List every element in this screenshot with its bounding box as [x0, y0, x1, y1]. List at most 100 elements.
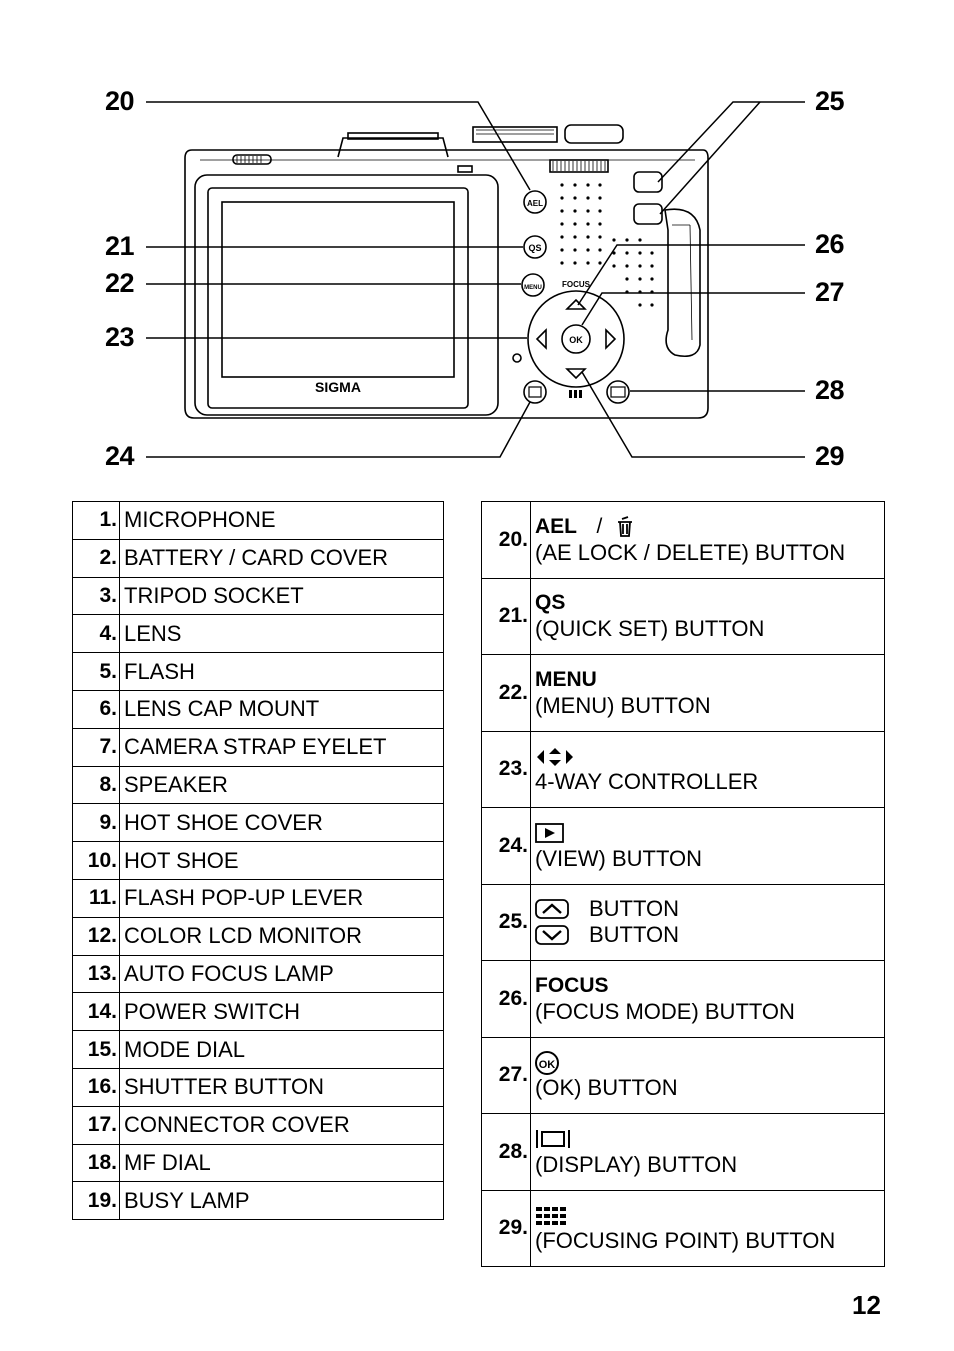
ael-symbol: AEL [535, 514, 577, 538]
part-number: 18. [72, 1143, 120, 1183]
table-row: 5.FLASH [72, 652, 444, 691]
part-number: 5. [72, 652, 120, 691]
part-label: CONNECTOR COVER [119, 1105, 444, 1145]
table-row: 29. (FOCUSING POINT) BUTTON [481, 1189, 885, 1267]
table-row: 27. OK (OK) BUTTON [481, 1036, 885, 1114]
callout-24: 24 [105, 441, 135, 471]
part-label: LENS CAP MOUNT [119, 689, 444, 729]
table-row: 7.CAMERA STRAP EYELET [72, 727, 444, 767]
part-number: 6. [72, 689, 120, 729]
part-description: (DISPLAY) BUTTON [535, 1151, 738, 1177]
focus-point-grid-icon [536, 1206, 566, 1225]
part-cell: FOCUS (FOCUS MODE) BUTTON [530, 960, 885, 1038]
part-number: 4. [72, 614, 120, 654]
part-label: BATTERY / CARD COVER [119, 538, 444, 578]
part-label: HOT SHOE [119, 841, 444, 880]
part-number: 26. [481, 960, 531, 1038]
part-number: 14. [72, 992, 120, 1032]
part-label: COLOR LCD MONITOR [119, 916, 444, 956]
callout-25: 25 [815, 86, 845, 116]
page-number: 12 [852, 1290, 881, 1320]
table-row: 26. FOCUS (FOCUS MODE) BUTTON [481, 960, 885, 1038]
part-label: AUTO FOCUS LAMP [119, 954, 444, 994]
part-number: 27. [481, 1036, 531, 1114]
callout-23: 23 [105, 322, 135, 352]
part-label: CAMERA STRAP EYELET [119, 727, 444, 767]
part-number: 11. [72, 878, 120, 918]
part-cell: OK (OK) BUTTON [530, 1036, 885, 1114]
part-label: FLASH [119, 652, 444, 691]
part-description: (VIEW) BUTTON [535, 845, 703, 871]
trash-icon [618, 516, 633, 538]
part-cell: (VIEW) BUTTON [530, 807, 885, 885]
part-description: (MENU) BUTTON [535, 692, 711, 718]
table-row: 12.COLOR LCD MONITOR [72, 916, 444, 956]
part-number: 9. [72, 803, 120, 843]
display-symbol [535, 1126, 884, 1152]
part-cell: (FOCUSING POINT) BUTTON [530, 1189, 885, 1267]
part-number: 19. [72, 1181, 120, 1221]
part-cell: QS (QUICK SET) BUTTON [530, 577, 885, 655]
table-row: 10.HOT SHOE [72, 841, 444, 880]
callout-28: 28 [815, 375, 845, 405]
qs-symbol: QS [535, 591, 566, 615]
callout-20: 20 [105, 86, 135, 116]
camera-brand-label: SIGMA [315, 379, 361, 395]
part-number: 16. [72, 1067, 120, 1107]
part-number: 12. [72, 916, 120, 956]
part-description: (QUICK SET) BUTTON [535, 616, 765, 642]
part-number: 21. [481, 577, 531, 655]
table-row: 16.SHUTTER BUTTON [72, 1067, 444, 1107]
callout-29: 29 [815, 441, 845, 471]
four-way-symbol [535, 743, 884, 769]
part-cell: (DISPLAY) BUTTON [530, 1113, 885, 1191]
part-label: FLASH POP-UP LEVER [119, 878, 444, 918]
ok-button-label: OK [569, 335, 583, 345]
table-row: 23. 4-WAY CONTROLLER [481, 730, 885, 808]
table-row: 11.FLASH POP-UP LEVER [72, 878, 444, 918]
focus-button-label: FOCUS [562, 280, 591, 289]
down-chevron-icon [535, 925, 569, 946]
table-row: 4.LENS [72, 614, 444, 654]
table-row: 18.MF DIAL [72, 1143, 444, 1183]
part-number: 13. [72, 954, 120, 994]
play-icon [535, 823, 564, 844]
table-row: 28. (DISPLAY) BUTTON [481, 1113, 885, 1191]
part-label: MF DIAL [119, 1143, 444, 1183]
camera-back-diagram: SIGMA FOCUS AEL QS MENU OK [146, 101, 805, 458]
part-number: 25. [481, 883, 531, 961]
part-number: 7. [72, 727, 120, 767]
part-label: POWER SWITCH [119, 992, 444, 1032]
ok-symbol: OK [535, 1049, 884, 1076]
display-icon [536, 1130, 570, 1149]
table-row: 13.AUTO FOCUS LAMP [72, 954, 444, 994]
callout-26: 26 [815, 229, 845, 259]
part-number: 24. [481, 807, 531, 885]
up-chevron-icon [535, 899, 569, 920]
parts-list-left: 1.MICROPHONE 2.BATTERY / CARD COVER 3.TR… [72, 501, 444, 1221]
ael-button-label: AEL [527, 199, 543, 208]
table-row: 15.MODE DIAL [72, 1030, 444, 1069]
part-cell: 4-WAY CONTROLLER [530, 730, 885, 808]
part-number: 15. [72, 1030, 120, 1069]
part-number: 2. [72, 538, 120, 578]
part-label: MICROPHONE [119, 501, 444, 540]
ael-delete-symbol: AEL / [535, 514, 884, 540]
part-description: 4-WAY CONTROLLER [535, 769, 759, 795]
table-row: 24. (VIEW) BUTTON [481, 807, 885, 885]
view-symbol [535, 820, 884, 846]
part-cell: BUTTON BUTTON [530, 883, 885, 961]
part-number: 28. [481, 1113, 531, 1191]
focus-symbol: FOCUS [535, 973, 609, 997]
table-row: 9.HOT SHOE COVER [72, 803, 444, 843]
table-row: 6.LENS CAP MOUNT [72, 689, 444, 729]
part-cell: MENU (MENU) BUTTON [530, 654, 885, 732]
symbol-separator: / [596, 514, 603, 538]
part-number: 22. [481, 654, 531, 732]
focus-point-symbol [535, 1202, 884, 1228]
menu-button-label: MENU [524, 285, 542, 291]
part-number: 8. [72, 765, 120, 805]
part-description: (FOCUSING POINT) BUTTON [535, 1228, 836, 1254]
part-label: SHUTTER BUTTON [119, 1067, 444, 1107]
four-way-arrows-icon [537, 747, 573, 766]
